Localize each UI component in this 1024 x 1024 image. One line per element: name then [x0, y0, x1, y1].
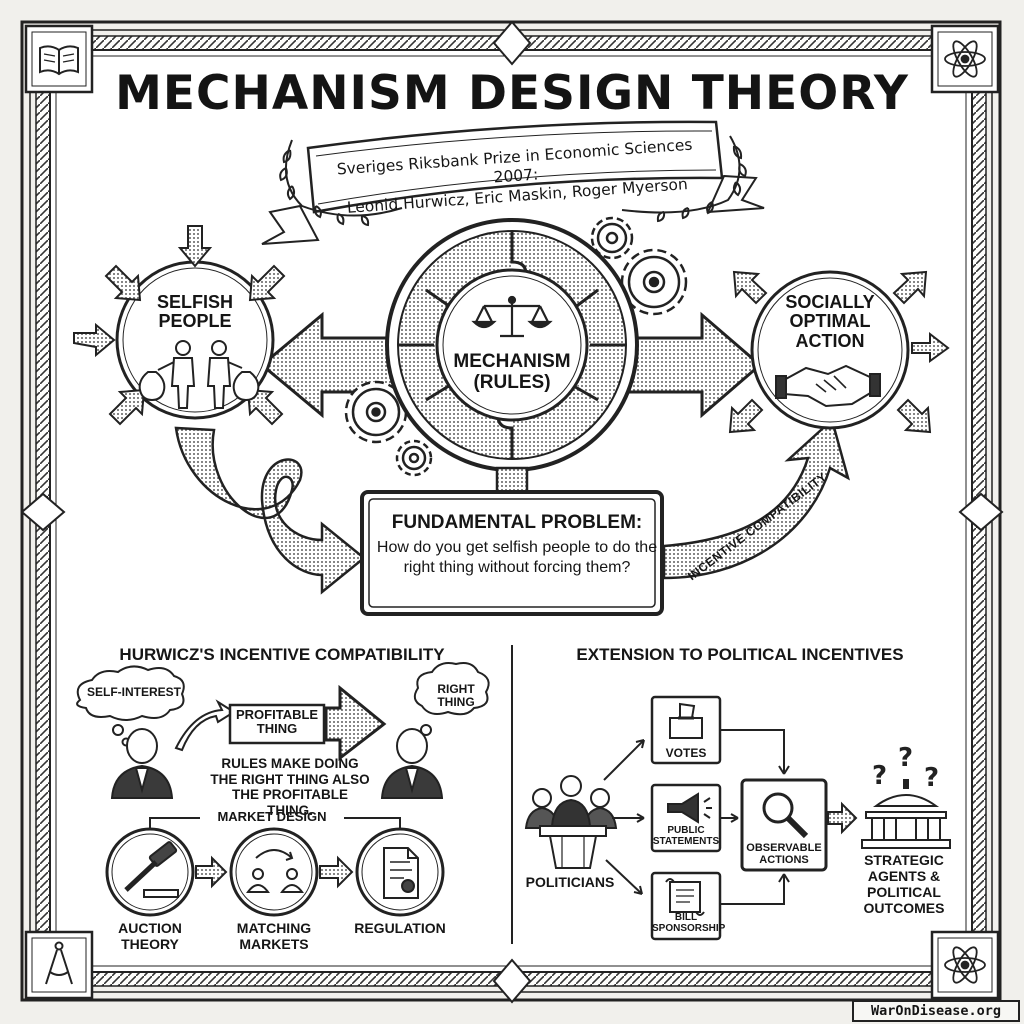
- votes-label: VOTES: [665, 746, 707, 760]
- gavel-icon: [124, 841, 179, 898]
- observable-box: [740, 778, 828, 872]
- problem-box: [360, 490, 664, 616]
- socially-optimal-label: SOCIALLY OPTIMAL ACTION: [785, 292, 875, 351]
- problem-body: How do you get selfish people to do the …: [376, 539, 658, 576]
- money-bag-icon: [138, 371, 260, 402]
- selfish-people-label: SELFISH PEOPLE: [156, 292, 233, 332]
- magnifier-icon: [762, 792, 809, 839]
- atom-icon: [944, 40, 986, 78]
- regulation-label: REGULATION: [354, 920, 446, 936]
- book-icon: [39, 45, 79, 76]
- businessman-right: [380, 728, 444, 799]
- laurel-right: [621, 135, 747, 223]
- political-heading: EXTENSION TO POLITICAL INCENTIVES: [576, 645, 904, 664]
- market-design-label: MARKET DESIGN: [217, 809, 327, 824]
- award-banner: [261, 120, 765, 245]
- right-thing-text: RIGHT THING: [437, 682, 475, 710]
- auction-node: [105, 827, 195, 917]
- atom-icon-bottom: [944, 946, 986, 984]
- mechanism-node: [385, 218, 639, 472]
- matching-node: [229, 827, 319, 917]
- politicians-label: POLITICIANS: [525, 874, 615, 890]
- market-arrows: [195, 855, 354, 889]
- to-outcomes-arrow: [827, 801, 858, 835]
- self-interest-bubble: [76, 665, 185, 747]
- mechanism-stem: [495, 466, 529, 494]
- gears-icon: [344, 216, 688, 477]
- laurel-left: [279, 139, 403, 227]
- page-title: MECHANISM DESIGN THEORY: [115, 66, 909, 121]
- document-icon: [383, 847, 419, 899]
- bill-box: [650, 871, 722, 941]
- self-interest-text: SELF-INTEREST: [86, 685, 181, 699]
- megaphone-icon: [667, 792, 712, 824]
- auction-theory-label: AUCTION THEORY: [118, 920, 182, 953]
- mechanism-line-2: (RULES): [473, 371, 551, 393]
- problem-title: FUNDAMENTAL PROBLEM:: [391, 512, 643, 533]
- people-icon: [157, 340, 243, 409]
- compass-icon: [45, 941, 73, 985]
- selfish-people-node: [73, 225, 286, 426]
- politicians-icon: [524, 775, 618, 869]
- businessman-left: [110, 728, 174, 799]
- rules-text: RULES MAKE DOING THE RIGHT THING ALSO TH…: [210, 756, 370, 818]
- bill-sponsorship-label: BILL SPONSORSHIP: [652, 912, 726, 934]
- loop-arrow: [174, 426, 366, 595]
- matching-icon: [246, 849, 304, 893]
- observable-actions-label: OBSERVABLE ACTIONS: [746, 842, 822, 867]
- profitable-thing-text: PROFITABLE THING: [236, 707, 319, 737]
- matching-markets-label: MATCHING MARKETS: [236, 920, 312, 953]
- ballot-box-icon: [669, 702, 703, 739]
- svg-text:?: ?: [924, 763, 939, 793]
- socially-optimal-node: [728, 270, 950, 434]
- profitable-box: [228, 703, 326, 745]
- mechanism-label: MECHANISM (RULES): [442, 351, 582, 393]
- profitable-arrow: [324, 684, 387, 762]
- svg-text:?: ?: [872, 761, 887, 791]
- question-marks: ? ? ?: [872, 743, 939, 793]
- hurwicz-heading: HURWICZ'S INCENTIVE COMPATIBILITY: [119, 645, 445, 664]
- mechanism-line-1: MECHANISM: [453, 351, 571, 372]
- svg-text:?: ?: [898, 743, 913, 773]
- scroll-icon: [665, 878, 705, 916]
- handshake-icon: [775, 364, 881, 408]
- regulation-node: [355, 827, 445, 917]
- capitol-icon: [861, 779, 951, 849]
- strategic-outcomes-label: STRATEGIC AGENTS & POLITICAL OUTCOMES: [863, 852, 945, 917]
- scales-icon: [471, 295, 553, 338]
- public-statements-label: PUBLIC STATEMENTS: [652, 825, 720, 847]
- incentive-arrow: [662, 417, 850, 580]
- political-connectors: [603, 729, 790, 905]
- footer-url: WarOnDisease.org: [852, 1000, 1020, 1022]
